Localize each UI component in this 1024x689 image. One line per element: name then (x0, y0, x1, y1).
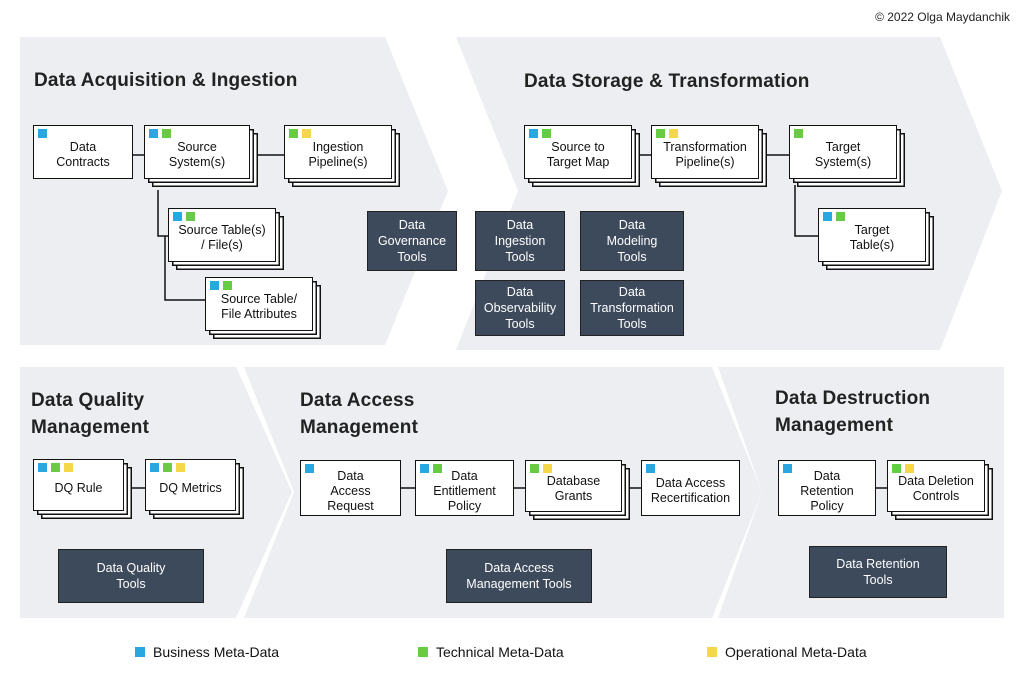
copyright: © 2022 Olga Maydanchik (875, 10, 1010, 24)
chevron-acquisition (20, 37, 448, 345)
box-dq-rule: DQ Rule (33, 459, 124, 511)
technical-meta-marker (289, 129, 298, 138)
business-meta-marker (150, 463, 159, 472)
technical-meta-marker (162, 129, 171, 138)
business-meta-marker (149, 129, 158, 138)
legend-technical-label: Technical Meta-Data (436, 644, 564, 660)
business-meta-marker (173, 212, 182, 221)
operational-meta-marker (905, 464, 914, 473)
business-meta-marker (823, 212, 832, 221)
operational-meta-marker (669, 129, 678, 138)
operational-meta-marker (543, 464, 552, 473)
technical-meta-marker (542, 129, 551, 138)
technical-meta-marker (163, 463, 172, 472)
legend-technical: Technical Meta-Data (418, 644, 564, 660)
technical-meta-marker (51, 463, 60, 472)
operational-meta-marker (176, 463, 185, 472)
section-title-storage: Data Storage & Transformation (524, 71, 810, 92)
business-meta-marker (38, 129, 47, 138)
box-dq-metrics: DQ Metrics (145, 459, 236, 511)
technical-meta-marker (223, 281, 232, 290)
operational-meta-marker (302, 129, 311, 138)
business-meta-marker (646, 464, 655, 473)
technical-meta-marker (836, 212, 845, 221)
technical-meta-marker (892, 464, 901, 473)
business-meta-marker (305, 464, 314, 473)
business-meta-marker (529, 129, 538, 138)
legend-business: Business Meta-Data (135, 644, 279, 660)
legend-operational-label: Operational Meta-Data (725, 644, 867, 660)
technical-meta-marker (186, 212, 195, 221)
legend-operational: Operational Meta-Data (707, 644, 867, 660)
box-source-attributes: Source Table/File Attributes (205, 277, 313, 331)
technical-meta-marker (656, 129, 665, 138)
technical-meta-marker (433, 464, 442, 473)
business-meta-marker (38, 463, 47, 472)
section-title-acquisition: Data Acquisition & Ingestion (34, 70, 298, 91)
business-meta-marker (420, 464, 429, 473)
technical-square-icon (418, 647, 428, 657)
technical-meta-marker (530, 464, 539, 473)
business-meta-marker (210, 281, 219, 290)
operational-square-icon (707, 647, 717, 657)
technical-meta-marker (794, 129, 803, 138)
business-meta-marker (783, 464, 792, 473)
legend-business-label: Business Meta-Data (153, 644, 280, 660)
operational-meta-marker (64, 463, 73, 472)
business-square-icon (135, 647, 145, 657)
chevron-storage (456, 37, 1002, 350)
box-source-tables: Source Table(s)/ File(s) (168, 208, 276, 262)
